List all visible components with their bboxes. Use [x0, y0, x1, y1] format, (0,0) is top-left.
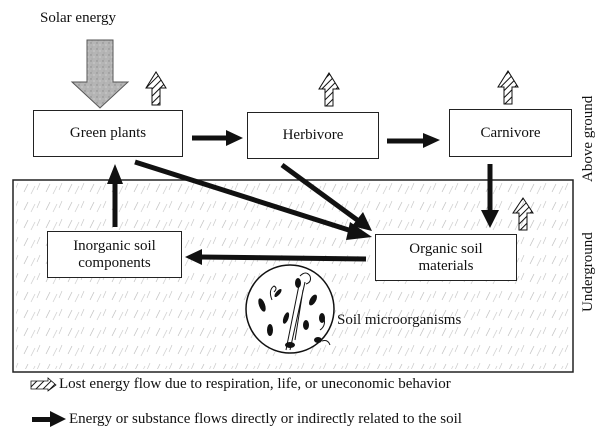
legend-lost-label: Lost energy flow due to respiration, lif… — [59, 376, 451, 392]
legend-lost-icon — [30, 377, 57, 392]
arrow-plants-to-herbivore — [192, 130, 243, 146]
arrow-plants-to-organic — [134, 159, 372, 240]
lost-energy-arrow-green-plants — [145, 71, 167, 106]
node-inorganic-label-2: components — [78, 254, 151, 271]
soil-microorganisms-label: Soil microorganisms — [337, 312, 462, 328]
legend-direct-icon — [32, 411, 66, 427]
arrow-herbivore-to-carnivore — [387, 133, 440, 148]
node-herbivore-label: Herbivore — [282, 127, 344, 143]
node-carnivore: Carnivore — [449, 109, 572, 157]
solar-energy-label: Solar energy — [40, 10, 116, 26]
node-organic-soil: Organic soil materials — [375, 234, 517, 281]
node-green-plants-label: Green plants — [69, 125, 147, 141]
region-label-underground: Underground — [580, 232, 596, 312]
node-organic-label-1: Organic soil — [409, 240, 483, 257]
legend-direct-label: Energy or substance flows directly or in… — [69, 411, 462, 427]
node-inorganic-label-1: Inorganic soil — [73, 237, 156, 254]
node-inorganic-soil: Inorganic soil components — [47, 231, 182, 278]
lost-energy-arrow-herbivore — [318, 72, 340, 107]
region-label-above-ground: Above ground — [580, 95, 596, 182]
lost-energy-arrow-organic-soil — [512, 197, 534, 231]
arrow-herbivore-to-organic — [280, 162, 372, 231]
node-carnivore-label: Carnivore — [480, 124, 541, 141]
node-organic-label-2: materials — [418, 257, 474, 274]
lost-energy-arrow-carnivore — [497, 70, 519, 105]
solar-energy-arrow — [70, 39, 130, 109]
node-herbivore: Herbivore — [247, 112, 379, 159]
arrow-organic-to-inorganic — [185, 249, 367, 265]
soil-microorganisms-illustration — [245, 264, 335, 354]
node-green-plants: Green plants — [33, 110, 183, 157]
arrow-carnivore-to-organic — [481, 164, 499, 228]
arrow-inorganic-to-plants — [107, 164, 123, 227]
